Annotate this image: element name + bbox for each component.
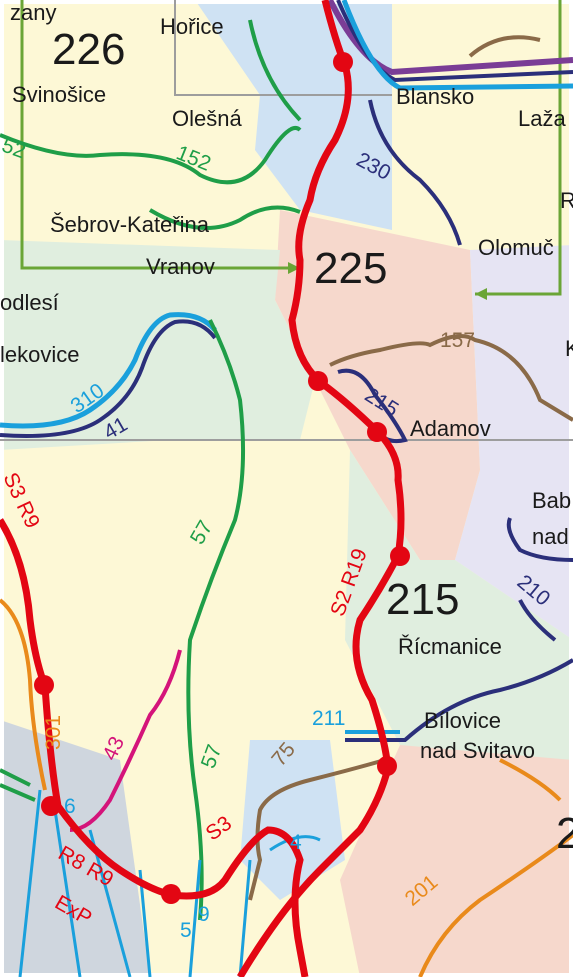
line-horice [248, 19, 302, 122]
station-ricmanice [390, 546, 410, 566]
inset-arrow-right-head [475, 288, 487, 300]
place-horice: Hořice [160, 14, 224, 39]
station-adamov-north [308, 371, 328, 391]
zone-area-225 [275, 210, 480, 560]
zone-number-225: 225 [314, 244, 388, 293]
line-43 [69, 649, 182, 832]
line-310 [0, 312, 217, 429]
rail-line-s2-r19 [236, 0, 405, 977]
route-label-4: 4 [290, 831, 302, 854]
station-adamov [367, 422, 387, 442]
line-157 [329, 334, 573, 422]
zone-number-partial: 2 [556, 809, 573, 858]
inset-frame-left [20, 0, 300, 270]
line-brown-north [468, 35, 541, 58]
zone-area-green-west [0, 240, 315, 450]
inset-arrow-left-head [288, 262, 300, 274]
zone-border-north [174, 0, 392, 96]
route-label-6: 6 [64, 795, 76, 818]
line-cyan-north [341, 0, 573, 91]
zone-area-215 [345, 450, 573, 770]
zone-number-215: 215 [386, 575, 460, 624]
line-sebrov [148, 205, 301, 230]
line-152 [0, 126, 302, 185]
place-bilovice: Bílovice [424, 708, 502, 733]
place-sebrov-katerina: Šebrov-Kateřina [50, 212, 209, 237]
place-olesna: Olešná [172, 106, 242, 131]
place-adamov: Adamov [410, 416, 491, 441]
station-brno-east [161, 884, 181, 904]
place-bilovice-nad-svitavou: nad Svitavo [420, 738, 535, 763]
route-label-301: 301 [42, 714, 66, 751]
place-ricmanice: Řícmanice [398, 634, 502, 659]
place-zany: zany [10, 0, 57, 25]
rail-line-s3-r9 [0, 518, 309, 977]
line-41 [0, 319, 217, 438]
route-label-157: 157 [440, 329, 476, 352]
line-301 [0, 598, 47, 791]
place-odlesi: odlesí [0, 290, 59, 315]
line-green-brno [0, 768, 36, 802]
station-brno-north [41, 796, 61, 816]
place-blansko: Blansko [396, 84, 475, 109]
line-57 [186, 319, 246, 921]
place-lekovice: lekovice [0, 342, 80, 367]
line-210 [506, 517, 573, 642]
place-r-partial: R [560, 188, 573, 213]
inset-frame-right [475, 0, 562, 296]
place-svinosice: Svinošice [12, 82, 107, 107]
place-olomucany: Olomuč [478, 235, 554, 260]
place-babice-nad: nad [532, 524, 569, 549]
line-230 [368, 99, 462, 246]
station-blansko [333, 52, 353, 72]
place-laza: Laža [518, 106, 566, 131]
route-label-9: 9 [198, 903, 210, 926]
line-211-navy [345, 658, 573, 742]
zone-area-peach-south [340, 745, 573, 977]
place-k-partial: K [565, 336, 573, 361]
zone-area-blue-south [240, 740, 345, 900]
place-babice: Bab [532, 488, 572, 513]
station-bilovice [377, 756, 397, 776]
line-trams-brno [18, 789, 321, 977]
line-201 [418, 758, 573, 977]
place-vranov: Vranov [146, 254, 215, 279]
station-west [34, 675, 54, 695]
zone-number-226: 226 [52, 25, 126, 74]
route-label-211: 211 [312, 707, 346, 730]
route-label-5: 5 [180, 919, 192, 942]
